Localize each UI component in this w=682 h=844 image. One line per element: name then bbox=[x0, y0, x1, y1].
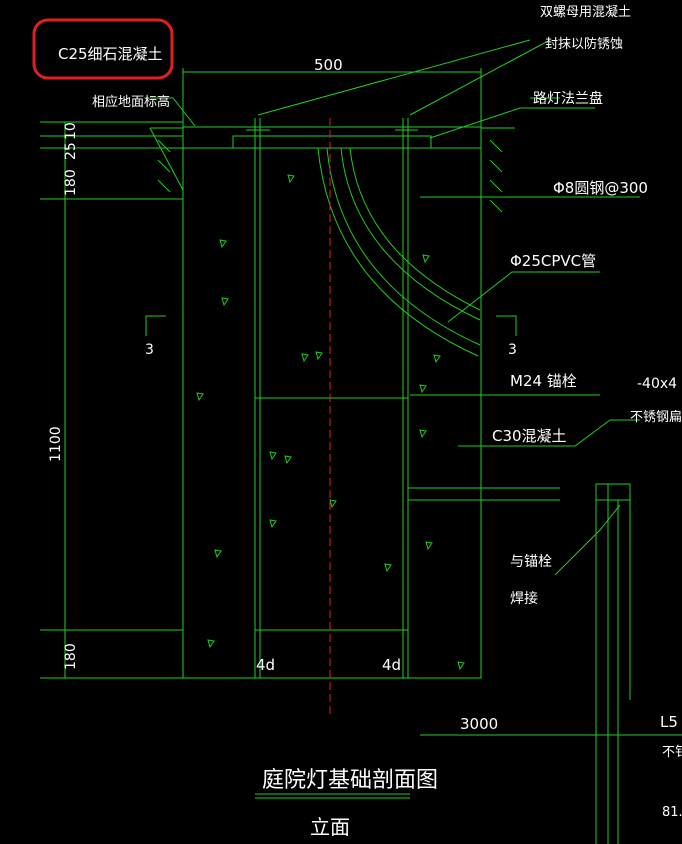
dim-25: 25 bbox=[63, 142, 79, 160]
label-m24: M24 锚栓 bbox=[510, 372, 577, 390]
label-flange: 路灯法兰盘 bbox=[533, 90, 603, 107]
label-ground: 相应地面标高 bbox=[92, 94, 170, 110]
label-not: 不钅 bbox=[662, 745, 682, 760]
label-steel-flat: -40x4 bbox=[637, 376, 677, 392]
label-steel-flat-2: 不锈钢扁钢 bbox=[630, 410, 682, 425]
label-bottom-right: 81. bbox=[662, 805, 682, 820]
dim-180-top: 180 bbox=[63, 169, 79, 196]
flange-plate bbox=[232, 135, 432, 149]
label-nut-bottom: 封抹以防锈蚀 bbox=[545, 36, 623, 52]
dim-1100: 1100 bbox=[48, 426, 64, 462]
label-c30: C30混凝土 bbox=[492, 427, 567, 445]
section-marker-left bbox=[145, 315, 166, 336]
pvc-conduit bbox=[317, 147, 479, 357]
dim-3000: 3000 bbox=[460, 715, 498, 733]
dim-4d-left: 4d bbox=[256, 656, 275, 674]
section-label-left: 3 bbox=[145, 342, 154, 358]
section-label-right: 3 bbox=[508, 342, 517, 358]
label-nut-top: 双螺母用混凝土 bbox=[540, 4, 631, 20]
label-rebar: Φ8圆钢@300 bbox=[553, 179, 648, 197]
drawing-subtitle: 立面 bbox=[310, 815, 350, 839]
dim-500: 500 bbox=[314, 56, 343, 74]
foundation-outline bbox=[182, 147, 482, 679]
dim-180-bottom: 180 bbox=[63, 643, 79, 670]
label-pvc: Φ25CPVC管 bbox=[510, 252, 596, 270]
c25-concrete-layer bbox=[182, 126, 482, 149]
dim-4d-right: 4d bbox=[382, 656, 401, 674]
label-weld-2: 焊接 bbox=[510, 590, 538, 607]
label-c25: C25细石混凝土 bbox=[58, 45, 163, 63]
section-marker-right bbox=[496, 315, 517, 336]
label-l5: L5 bbox=[660, 713, 678, 731]
highlight-box bbox=[32, 18, 174, 80]
drawing-title: 庭院灯基础剖面图 bbox=[262, 768, 438, 793]
dim-10: 10 bbox=[63, 122, 79, 140]
label-weld-1: 与锚栓 bbox=[510, 554, 552, 570]
